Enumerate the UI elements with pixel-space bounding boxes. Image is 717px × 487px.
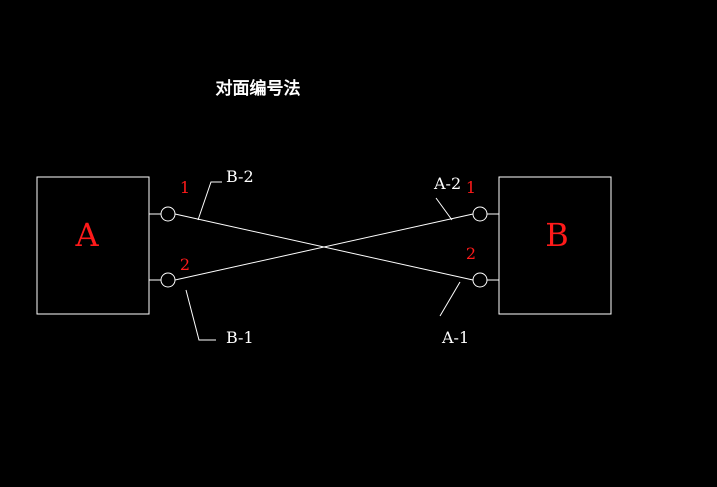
wire-tag-b1: B-1	[226, 328, 254, 347]
leader-a1	[439, 281, 461, 317]
device-a-terminal-1-number: 1	[180, 178, 190, 197]
device-a-box	[36, 176, 150, 315]
diagram-title: 对面编号法	[216, 78, 301, 99]
wire-tag-a2: A-2	[433, 174, 461, 193]
device-a-terminal-2	[160, 272, 176, 288]
device-b-terminal-2-number: 2	[466, 244, 476, 263]
leader-b1	[185, 289, 216, 341]
device-a-terminal-1	[160, 206, 176, 222]
device-b-terminal-2	[472, 272, 488, 288]
leader-b2	[197, 181, 222, 221]
wire-a2-to-b1	[174, 213, 474, 281]
device-b-terminal-1	[472, 206, 488, 222]
wire-tag-a1: A-1	[441, 328, 469, 347]
device-b-box	[498, 176, 612, 315]
wire-tag-b2: B-2	[226, 167, 254, 186]
device-a-label: A	[74, 216, 99, 254]
leader-a2	[435, 197, 453, 221]
device-a-terminal-2-number: 2	[180, 255, 190, 274]
device-b-label: B	[545, 216, 569, 254]
device-b-terminal-1-number: 1	[466, 178, 476, 197]
